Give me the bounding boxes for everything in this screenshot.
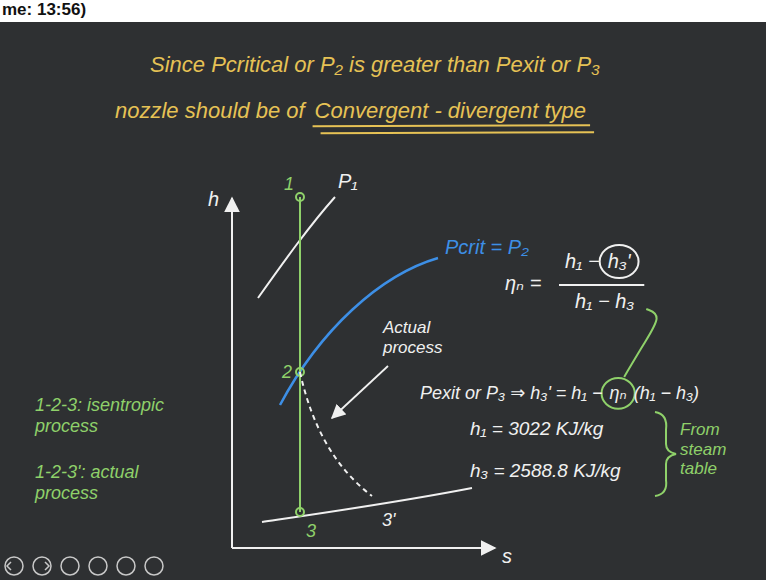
fraction-denominator: h₁ − h₃ xyxy=(575,290,634,313)
pressure-label: Pcrit = P₂ xyxy=(445,236,529,259)
note-line: Since Pcritical or P₂ is greater than Pe… xyxy=(150,52,600,77)
p1-isobar xyxy=(258,197,335,298)
state-point xyxy=(296,508,304,516)
fraction-bar xyxy=(559,284,644,286)
efficiency-symbol: ηₙ xyxy=(610,383,627,404)
toolbar xyxy=(5,557,163,575)
enthalpy-value: h₃ = 2588.8 KJ/kg xyxy=(470,460,621,482)
equation: Pexit or P₃ ⇒ h₃' = h₁ − xyxy=(420,383,603,404)
state-number: 2 xyxy=(282,362,292,383)
pressure-label: P₁ xyxy=(338,170,358,193)
state-number: 1 xyxy=(284,174,294,195)
process-note: Actual process xyxy=(383,318,443,357)
axis-label: s xyxy=(502,545,512,568)
timestamp: me: 13:56) xyxy=(2,0,86,20)
p3-isobar xyxy=(262,488,472,522)
underline xyxy=(321,132,595,133)
state-number: 3' xyxy=(382,510,395,531)
leader-arrow xyxy=(332,366,388,418)
note-line: nozzle should be of xyxy=(115,98,305,123)
toolbar-icon xyxy=(61,557,79,575)
link-curve xyxy=(624,309,656,377)
header-strip xyxy=(0,0,766,22)
fraction-numerator: h₃' xyxy=(608,250,631,273)
equation: (h₁ − h₃) xyxy=(634,383,699,404)
axis-label: h xyxy=(208,188,219,211)
s-axis xyxy=(232,547,495,549)
toolbar-glyph xyxy=(7,562,49,570)
isentropic-line xyxy=(299,197,301,512)
highlight-circle xyxy=(602,378,635,409)
toolbar-icon xyxy=(117,557,135,575)
legend-note: 1-2-3: isentropic process xyxy=(35,395,195,436)
enthalpy-value: h₁ = 3022 KJ/kg xyxy=(470,418,603,440)
h-axis xyxy=(231,198,233,548)
toolbar-icon xyxy=(145,557,163,575)
source-note: From steam table xyxy=(680,420,758,479)
legend-note: 1-2-3': actual process xyxy=(35,462,195,503)
efficiency-symbol: ηₙ = xyxy=(505,272,541,295)
fraction-numerator: h₁ − xyxy=(565,250,600,273)
brace xyxy=(655,412,676,496)
highlight-circle xyxy=(600,245,639,278)
toolbar-icon xyxy=(89,557,107,575)
state-point xyxy=(296,193,304,201)
note-emphasis: Convergent - divergent type xyxy=(315,98,587,123)
underline xyxy=(313,125,591,126)
state-number: 3 xyxy=(306,521,316,542)
